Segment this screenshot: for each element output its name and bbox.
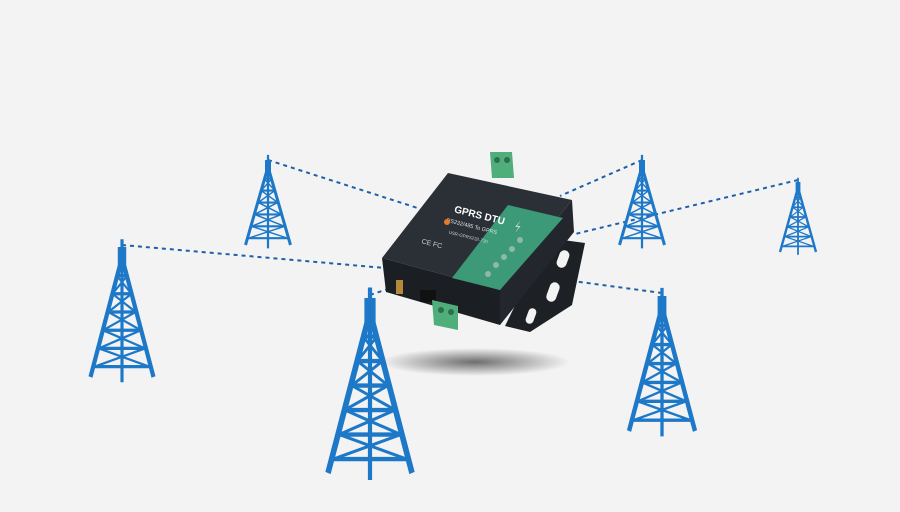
device-shadow (380, 348, 570, 376)
cell-tower-icon (629, 288, 695, 437)
cell-tower-icon (617, 153, 667, 251)
cell-tower-icon (91, 239, 154, 382)
cell-tower-icon (328, 288, 412, 481)
link-5 (574, 179, 799, 235)
link-4 (559, 159, 643, 197)
link-1 (267, 159, 431, 213)
link-2 (121, 244, 386, 269)
cell-tower-icon (778, 176, 818, 257)
cell-tower-icon (243, 153, 293, 251)
lightning-icon: ⚡ (512, 219, 524, 235)
certification-marks: CE FC (421, 238, 443, 250)
brand-logo (444, 219, 450, 225)
gprs-dtu-device: ⚡ GPRS DTU RS232/485 To GPRS USR-GPRS232… (382, 152, 585, 332)
link-6 (564, 279, 663, 294)
